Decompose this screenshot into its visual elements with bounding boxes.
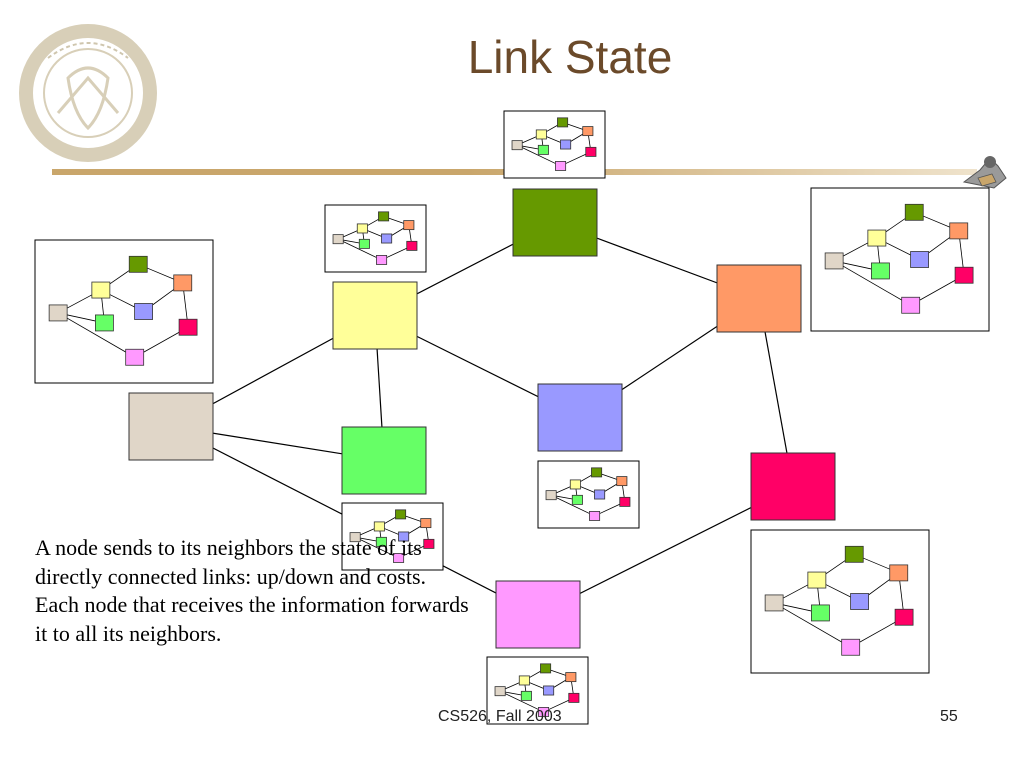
thumbnail-node-crimson <box>585 146 597 157</box>
topology-thumbnail-crimson <box>750 529 930 674</box>
thumbnail-node-blue <box>594 489 606 500</box>
thumbnail-node-light-green <box>811 604 830 622</box>
thumbnail-node-light-green <box>537 144 549 155</box>
thumbnail-node-crimson <box>568 692 580 703</box>
slide-page-number: 55 <box>940 708 958 725</box>
thumbnail-node-pink <box>901 296 921 314</box>
thumbnail-link <box>57 312 135 358</box>
thumbnail-node-pink <box>538 707 550 717</box>
thumbnail-node-yellow <box>867 229 887 247</box>
thumbnail-node-light-green <box>375 536 387 547</box>
topology-thumbnail-yellow <box>324 204 427 273</box>
thumbnail-node-tan <box>494 686 506 697</box>
thumbnail-link <box>550 494 595 517</box>
topology-thumbnail-dark-green <box>503 110 606 179</box>
thumbnail-node-dark-green <box>540 663 552 674</box>
caption-text: A node sends to its neighbors the state … <box>35 535 469 646</box>
thumbnail-link <box>773 602 851 648</box>
thumbnail-node-yellow <box>91 281 111 299</box>
router-node-yellow <box>332 281 418 350</box>
footer-course-label: CS526, Fall 2003 <box>438 708 562 725</box>
thumbnail-node-orange <box>403 220 415 231</box>
thumbnail-node-blue <box>850 593 869 610</box>
thumbnail-node-tan <box>511 140 523 151</box>
thumbnail-node-orange <box>889 564 909 582</box>
thumbnail-node-blue <box>543 685 555 696</box>
thumbnail-node-blue <box>381 233 393 244</box>
thumbnail-link <box>337 238 382 261</box>
thumbnail-node-crimson <box>894 608 914 626</box>
thumbnail-node-orange <box>616 476 628 487</box>
topology-thumbnail-light-green <box>341 502 444 571</box>
thumbnail-link <box>354 536 399 559</box>
thumbnail-node-light-green <box>95 314 114 332</box>
thumbnail-node-dark-green <box>128 255 148 273</box>
thumbnail-node-dark-green <box>844 545 864 563</box>
thumbnail-node-light-green <box>358 238 370 249</box>
thumbnail-node-tan <box>332 234 344 245</box>
thumbnail-node-crimson <box>178 318 198 336</box>
thumbnail-node-blue <box>910 251 929 268</box>
thumbnail-node-orange <box>582 126 594 137</box>
purdue-corner-logo <box>962 156 1007 189</box>
router-node-orange <box>716 264 802 333</box>
router-node-tan <box>128 392 214 461</box>
thumbnail-node-light-green <box>520 690 532 701</box>
topology-thumbnail-blue <box>537 460 640 529</box>
thumbnail-node-blue <box>134 303 153 320</box>
thumbnail-node-blue <box>560 139 572 150</box>
thumbnail-node-orange <box>420 518 432 529</box>
router-node-dark-green <box>512 188 598 257</box>
thumbnail-node-tan <box>545 490 557 501</box>
thumbnail-node-yellow <box>518 675 530 686</box>
thumbnail-link <box>833 260 911 306</box>
thumbnail-node-dark-green <box>378 211 390 222</box>
thumbnail-node-tan <box>48 304 68 322</box>
thumbnail-node-light-green <box>871 262 890 280</box>
thumbnail-node-crimson <box>423 538 435 549</box>
thumbnail-node-tan <box>824 252 844 270</box>
thumbnail-node-pink <box>376 255 388 265</box>
slide-title: Link State <box>467 31 673 83</box>
thumbnail-node-orange <box>949 222 969 240</box>
topology-thumbnail-orange <box>810 187 990 332</box>
thumbnail-node-dark-green <box>395 509 407 520</box>
thumbnail-node-crimson <box>619 496 631 507</box>
thumbnail-node-dark-green <box>591 467 603 478</box>
router-node-light-green <box>341 426 427 495</box>
topology-thumbnail-pink <box>486 656 589 725</box>
thumbnail-node-tan <box>764 594 784 612</box>
thumbnail-node-yellow <box>356 223 368 234</box>
thumbnail-node-pink <box>555 161 567 171</box>
thumbnail-node-yellow <box>535 129 547 140</box>
router-node-pink <box>495 580 581 649</box>
thumbnail-node-crimson <box>954 266 974 284</box>
thumbnail-node-dark-green <box>904 203 924 221</box>
thumbnail-node-dark-green <box>557 117 569 128</box>
thumbnail-node-pink <box>393 553 405 563</box>
thumbnail-node-light-green <box>571 494 583 505</box>
thumbnail-node-orange <box>173 274 193 292</box>
thumbnail-node-tan <box>349 532 361 543</box>
thumbnail-node-pink <box>589 511 601 521</box>
thumbnail-node-yellow <box>807 571 827 589</box>
thumbnail-link <box>499 690 544 713</box>
thumbnail-node-pink <box>125 348 145 366</box>
thumbnail-node-crimson <box>406 240 418 251</box>
thumbnail-node-yellow <box>569 479 581 490</box>
router-node-crimson <box>750 452 836 521</box>
topology-thumbnail-tan <box>34 239 214 384</box>
thumbnail-link <box>516 144 561 167</box>
thumbnail-node-blue <box>398 531 410 542</box>
thumbnail-node-orange <box>565 672 577 683</box>
router-node-blue <box>537 383 623 452</box>
university-seal-logo <box>19 24 157 162</box>
thumbnail-node-pink <box>841 638 861 656</box>
thumbnail-node-yellow <box>373 521 385 532</box>
